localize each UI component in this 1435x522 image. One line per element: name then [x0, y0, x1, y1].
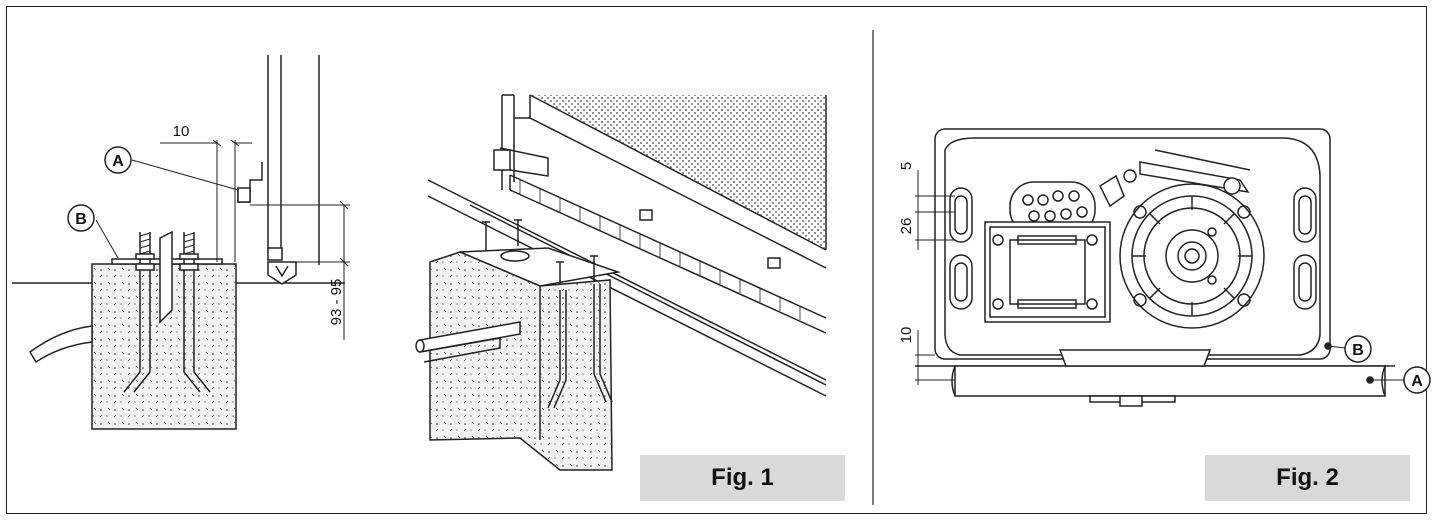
fig2-motor-view — [915, 128, 1405, 407]
fig2-caption: Fig. 2 — [1205, 455, 1410, 501]
base-rail — [954, 365, 1386, 397]
transformer — [984, 221, 1111, 323]
fig2-dim-top-gap: 5 — [898, 162, 915, 170]
cable — [29, 325, 93, 364]
fig1-perspective-view — [415, 94, 827, 471]
mounting-slots — [949, 187, 1317, 310]
fig1-callout-a: A — [104, 146, 132, 174]
anchor-rod-left — [123, 232, 141, 393]
fig1-dim-height: 93 - 95 — [328, 279, 345, 326]
svg-text:A: A — [112, 153, 124, 170]
anchor-rod-right — [183, 232, 201, 393]
fig2-dim-slot: 26 — [898, 218, 915, 235]
svg-text:B: B — [1352, 342, 1364, 359]
fig1-dim-offset: 10 — [173, 123, 190, 140]
fig1-callout-b: B — [67, 204, 95, 232]
fig2-callout-a: A — [1403, 366, 1431, 394]
fig1-section-view — [12, 55, 350, 430]
svg-text:B: B — [75, 211, 87, 228]
fig1-caption: Fig. 1 — [640, 455, 845, 501]
fig2-callout-b: B — [1344, 335, 1372, 363]
fig2-dim-bottom: 10 — [898, 327, 915, 344]
svg-text:A: A — [1411, 373, 1423, 390]
page-frame — [6, 6, 1427, 514]
